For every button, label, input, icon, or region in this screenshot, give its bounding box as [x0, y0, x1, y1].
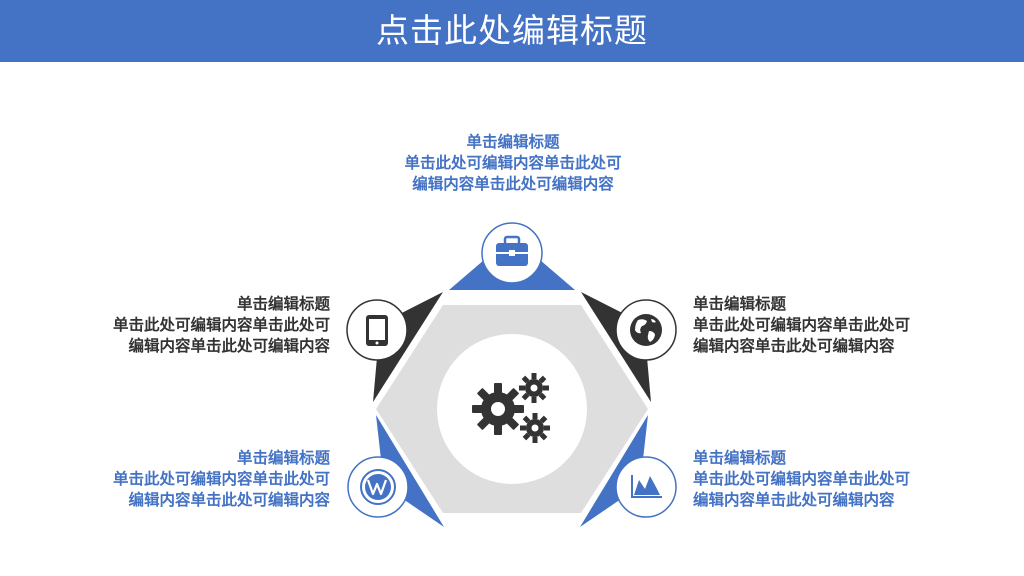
- page-title[interactable]: 点击此处编辑标题: [376, 11, 648, 50]
- text-block-top[interactable]: 单击编辑标题 单击此处可编辑内容单击此处可编辑内容单击此处可编辑内容: [400, 132, 626, 195]
- wordpress-icon: [360, 469, 396, 505]
- item-heading: 单击编辑标题: [693, 449, 787, 467]
- text-block-lower-left[interactable]: 单击编辑标题 单击此处可编辑内容单击此处可编辑内容单击此处可编辑内容: [104, 448, 330, 511]
- text-block-lower-right[interactable]: 单击编辑标题 单击此处可编辑内容单击此处可编辑内容单击此处可编辑内容: [693, 448, 919, 511]
- item-heading: 单击编辑标题: [236, 295, 330, 313]
- text-block-upper-right[interactable]: 单击编辑标题 单击此处可编辑内容单击此处可编辑内容单击此处可编辑内容: [693, 294, 919, 357]
- text-block-upper-left[interactable]: 单击编辑标题 单击此处可编辑内容单击此处可编辑内容单击此处可编辑内容: [104, 294, 330, 357]
- area-chart-icon: [631, 475, 662, 498]
- item-heading: 单击编辑标题: [693, 295, 787, 313]
- icon-node-lower-left[interactable]: [347, 456, 409, 518]
- wedge-lower-right: [580, 415, 648, 527]
- item-body: 单击此处可编辑内容单击此处可编辑内容单击此处可编辑内容: [693, 470, 911, 509]
- icon-node-upper-left[interactable]: [346, 299, 408, 361]
- item-body: 单击此处可编辑内容单击此处可编辑内容单击此处可编辑内容: [112, 470, 330, 509]
- gears-icon: [472, 373, 550, 443]
- item-body: 单击此处可编辑内容单击此处可编辑内容单击此处可编辑内容: [693, 316, 911, 355]
- icon-node-lower-right[interactable]: [615, 456, 677, 518]
- icon-node-top[interactable]: [481, 222, 543, 284]
- item-heading: 单击编辑标题: [236, 449, 330, 467]
- item-body: 单击此处可编辑内容单击此处可编辑内容单击此处可编辑内容: [404, 154, 622, 193]
- item-body: 单击此处可编辑内容单击此处可编辑内容单击此处可编辑内容: [112, 316, 330, 355]
- briefcase-icon: [496, 235, 528, 266]
- item-heading: 单击编辑标题: [466, 133, 560, 151]
- wedge-lower-left: [376, 415, 444, 527]
- tablet-icon: [366, 315, 388, 346]
- title-bar: [0, 0, 1024, 62]
- globe-icon: [630, 314, 662, 346]
- icon-node-upper-right[interactable]: [615, 299, 677, 361]
